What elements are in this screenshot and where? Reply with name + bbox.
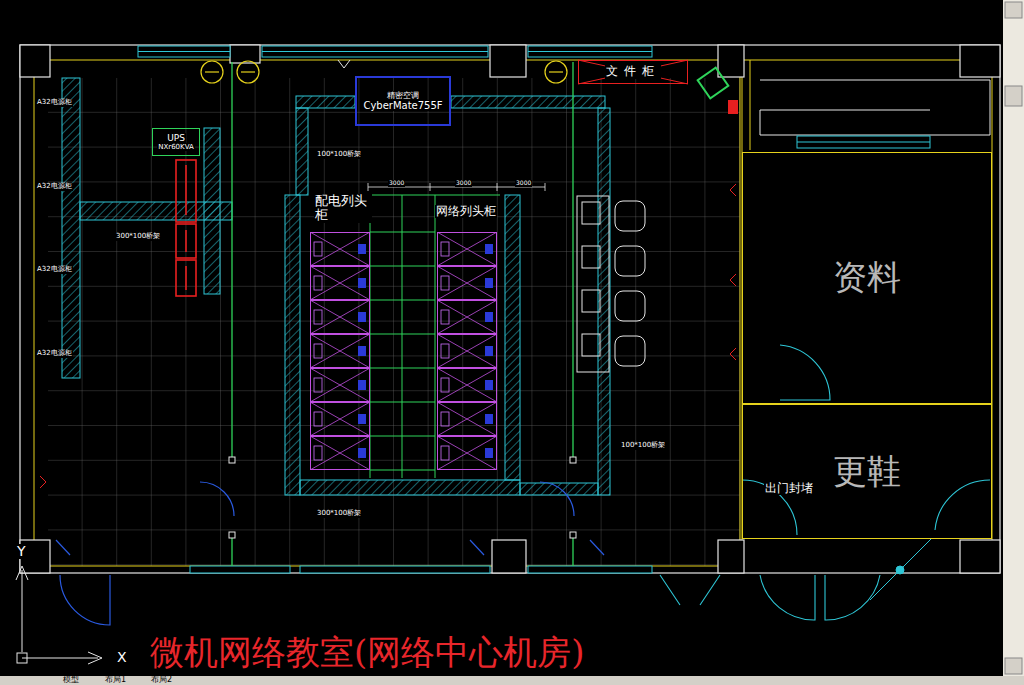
layout-tab: 模型 <box>62 676 80 685</box>
server-racks <box>310 232 497 470</box>
equipment-label: NXr60KVA <box>157 143 195 151</box>
ucs-axis <box>16 566 102 664</box>
equipment-label: 更鞋 <box>832 452 902 491</box>
dimension: 3000 <box>515 180 532 187</box>
axis-label: Y <box>16 544 27 559</box>
cable-lines <box>232 62 573 566</box>
wall-markers <box>40 60 738 488</box>
layout-tab: 布局2 <box>150 676 173 685</box>
doors <box>56 482 604 625</box>
walls <box>20 45 1000 573</box>
equipment-label: 精密空调 <box>386 91 420 100</box>
hatched-partitions <box>62 78 610 495</box>
cabinet-label: A32电源柜 <box>36 183 73 191</box>
workstations <box>577 196 645 372</box>
equipment-label: CyberMate755F <box>362 100 443 112</box>
aisle-grid <box>370 195 500 478</box>
axis-label: X <box>116 650 128 665</box>
cancel-cross <box>578 60 688 84</box>
tray-label: 100*100桥架 <box>316 151 362 159</box>
cabinet-label: A32电源柜 <box>36 266 73 274</box>
dimension: 3000 <box>455 180 472 187</box>
row-label: 配电列头柜 <box>314 194 372 223</box>
door-note: 出门封堵 <box>764 482 814 495</box>
room-doors <box>660 345 990 620</box>
row-label: 网络列头柜 <box>435 205 497 218</box>
equipment-box: UPSNXr60KVA <box>152 128 200 156</box>
equipment-label: 文件柜 <box>605 65 661 79</box>
equipment-label: UPS <box>166 133 186 143</box>
equipment-box: 精密空调CyberMate755F <box>355 76 451 126</box>
dimension: 3000 <box>388 180 405 187</box>
cabinet-label: A32电源柜 <box>36 99 73 107</box>
tray-label: 100*100桥架 <box>620 442 666 450</box>
room-area: 资料 <box>742 152 992 404</box>
floor-grid <box>48 78 740 566</box>
section-mark <box>870 538 932 600</box>
layout-tab: 布局1 <box>104 676 127 685</box>
tray-label: 300*100桥架 <box>316 510 362 518</box>
columns <box>20 45 1000 573</box>
drawing-title: 微机网络教室(网络中心机房) <box>150 634 585 671</box>
air-units <box>201 61 567 83</box>
battery-racks <box>176 160 196 296</box>
equipment-label: 资料 <box>832 258 902 297</box>
tray-label: 300*100桥架 <box>115 233 161 241</box>
equipment-box: 文件柜 <box>578 60 688 84</box>
cabinet-label: A32电源柜 <box>36 350 73 358</box>
room-area: 更鞋 <box>742 404 992 539</box>
windows <box>138 46 930 573</box>
